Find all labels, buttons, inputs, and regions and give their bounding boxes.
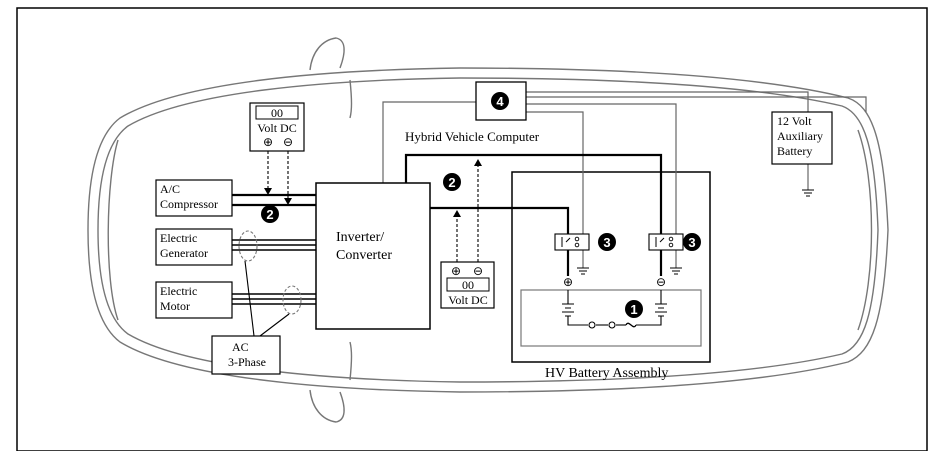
ac-compressor-label-line1: A/C (160, 182, 180, 196)
control-wiring (382, 91, 867, 268)
inverter-label-line1: Inverter/ (336, 230, 384, 245)
inverter-converter-box (315, 182, 431, 330)
hv-battery-cells (562, 290, 667, 329)
hybrid-computer-label: Hybrid Vehicle Computer (405, 129, 540, 144)
car-outline (87, 37, 889, 423)
voltmeter-bottom-plus: ⊕ (451, 264, 461, 278)
electric-generator-label-line2: Generator (160, 246, 208, 260)
probe-arrow-bottom-right (474, 159, 482, 166)
ac-three-phase-label-line2: 3-Phase (228, 355, 266, 369)
svg-text:3: 3 (603, 235, 610, 250)
voltmeter-top-plus: ⊕ (263, 135, 273, 149)
voltmeter-bottom-minus: ⊖ (473, 264, 483, 278)
hv-battery-enclosure (511, 171, 711, 363)
electric-generator-box (155, 228, 233, 266)
electric-motor-label-line1: Electric (160, 284, 197, 298)
badge-two-left: 2 (261, 205, 279, 223)
motor-phase-marker (282, 285, 302, 315)
badge-one: 1 (625, 300, 643, 318)
generator-phase-marker (238, 230, 258, 262)
inverter-label-line2: Converter (336, 248, 392, 263)
diagram-frame (16, 7, 928, 452)
svg-text:1: 1 (630, 302, 637, 317)
badge-four: 4 (491, 92, 509, 110)
voltmeter-bottom: ⊕ ⊖ 00 Volt DC (440, 261, 495, 309)
hv-negative-terminal: ⊖ (656, 275, 666, 289)
svg-text:2: 2 (266, 207, 273, 222)
probe-arrow-top-left (264, 188, 272, 195)
relay-right (648, 233, 684, 251)
voltmeter-bottom-display: 00 (462, 278, 474, 292)
badge-three-left: 3 (598, 233, 616, 251)
ground-symbol-aux-battery (802, 189, 814, 197)
relay-left (554, 233, 590, 251)
electric-generator-label-line1: Electric (160, 231, 197, 245)
voltmeter-top-display: 00 (271, 106, 283, 120)
voltmeter-top-probes (267, 151, 289, 198)
aux-battery-label-line1: 12 Volt (777, 114, 812, 128)
svg-text:2: 2 (448, 175, 455, 190)
ac-compressor-label-line2: Compressor (160, 197, 218, 211)
electric-motor-label-line2: Motor (160, 299, 190, 313)
svg-text:4: 4 (496, 94, 504, 109)
voltmeter-bottom-label: Volt DC (448, 293, 487, 307)
three-phase-wiring (232, 239, 316, 305)
ac-three-phase-box (211, 335, 281, 375)
hv-battery-assembly-label: HV Battery Assembly (545, 366, 668, 381)
probe-arrow-bottom-left (453, 210, 461, 217)
probe-arrow-top-right (284, 198, 292, 205)
aux-battery-label-line3: Battery (777, 144, 812, 158)
voltmeter-top: 00 Volt DC ⊕ ⊖ (249, 102, 305, 152)
ground-symbol-relay-right (670, 267, 682, 275)
electric-motor-box (155, 281, 233, 319)
ground-symbol-relay-left (577, 267, 589, 275)
hv-battery-module (520, 289, 702, 347)
ac-compressor-box (155, 179, 233, 217)
voltmeter-top-label: Volt DC (257, 121, 296, 135)
badge-three-right: 3 (683, 233, 701, 251)
ac-three-phase-label-line1: AC (232, 340, 249, 354)
hv-power-wiring (232, 153, 663, 276)
voltmeter-bottom-probes (456, 166, 479, 262)
badge-two-mid: 2 (443, 173, 461, 191)
aux-battery-label-line2: Auxiliary (777, 129, 823, 143)
svg-text:3: 3 (688, 235, 695, 250)
ac-callout-pointers (244, 260, 290, 337)
hv-positive-terminal: ⊕ (563, 275, 573, 289)
aux-battery-box (771, 111, 833, 165)
voltmeter-top-minus: ⊖ (283, 135, 293, 149)
